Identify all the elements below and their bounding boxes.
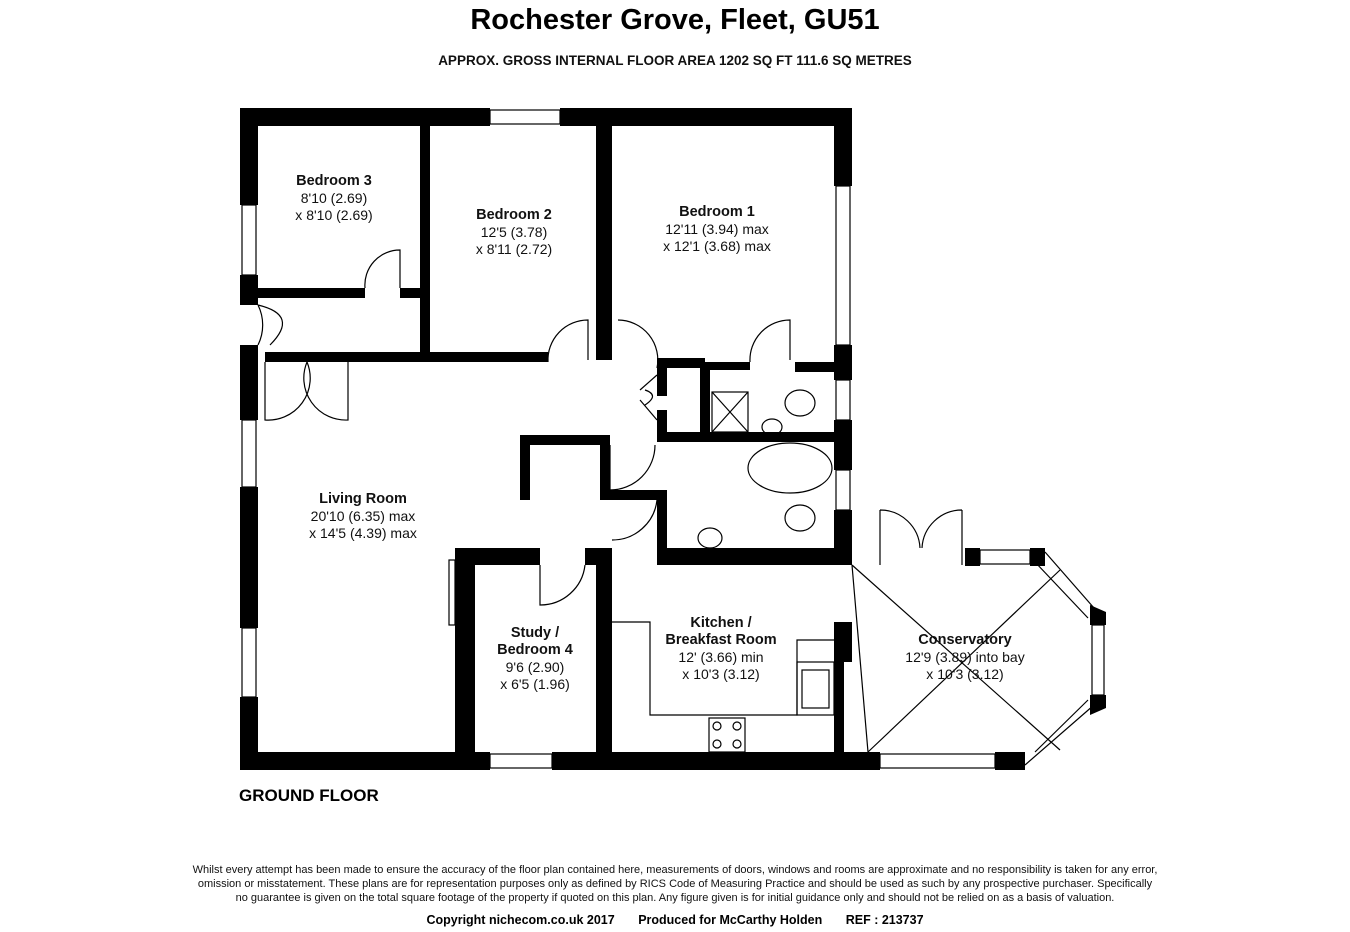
page-title: Rochester Grove, Fleet, GU51 xyxy=(470,4,880,36)
reference: REF : 213737 xyxy=(845,913,924,927)
copyright: Copyright nichecom.co.uk 2017 xyxy=(426,913,615,927)
produced-for: Produced for McCarthy Holden xyxy=(638,913,823,927)
walls xyxy=(240,108,1106,770)
floor-area: APPROX. GROSS INTERNAL FLOOR AREA 1202 S… xyxy=(438,53,912,68)
disclaimer: Whilst every attempt has been made to en… xyxy=(0,863,1350,905)
floor-label: GROUND FLOOR xyxy=(239,786,379,805)
disclaimer-line: Whilst every attempt has been made to en… xyxy=(192,864,1158,876)
disclaimer-line: omission or misstatement. These plans ar… xyxy=(197,878,1153,890)
disclaimer-line: no guarantee is given on the total squar… xyxy=(235,892,1115,904)
windows-and-doors xyxy=(241,109,1105,769)
footer: Copyright nichecom.co.uk 2017 Produced f… xyxy=(0,913,1350,927)
